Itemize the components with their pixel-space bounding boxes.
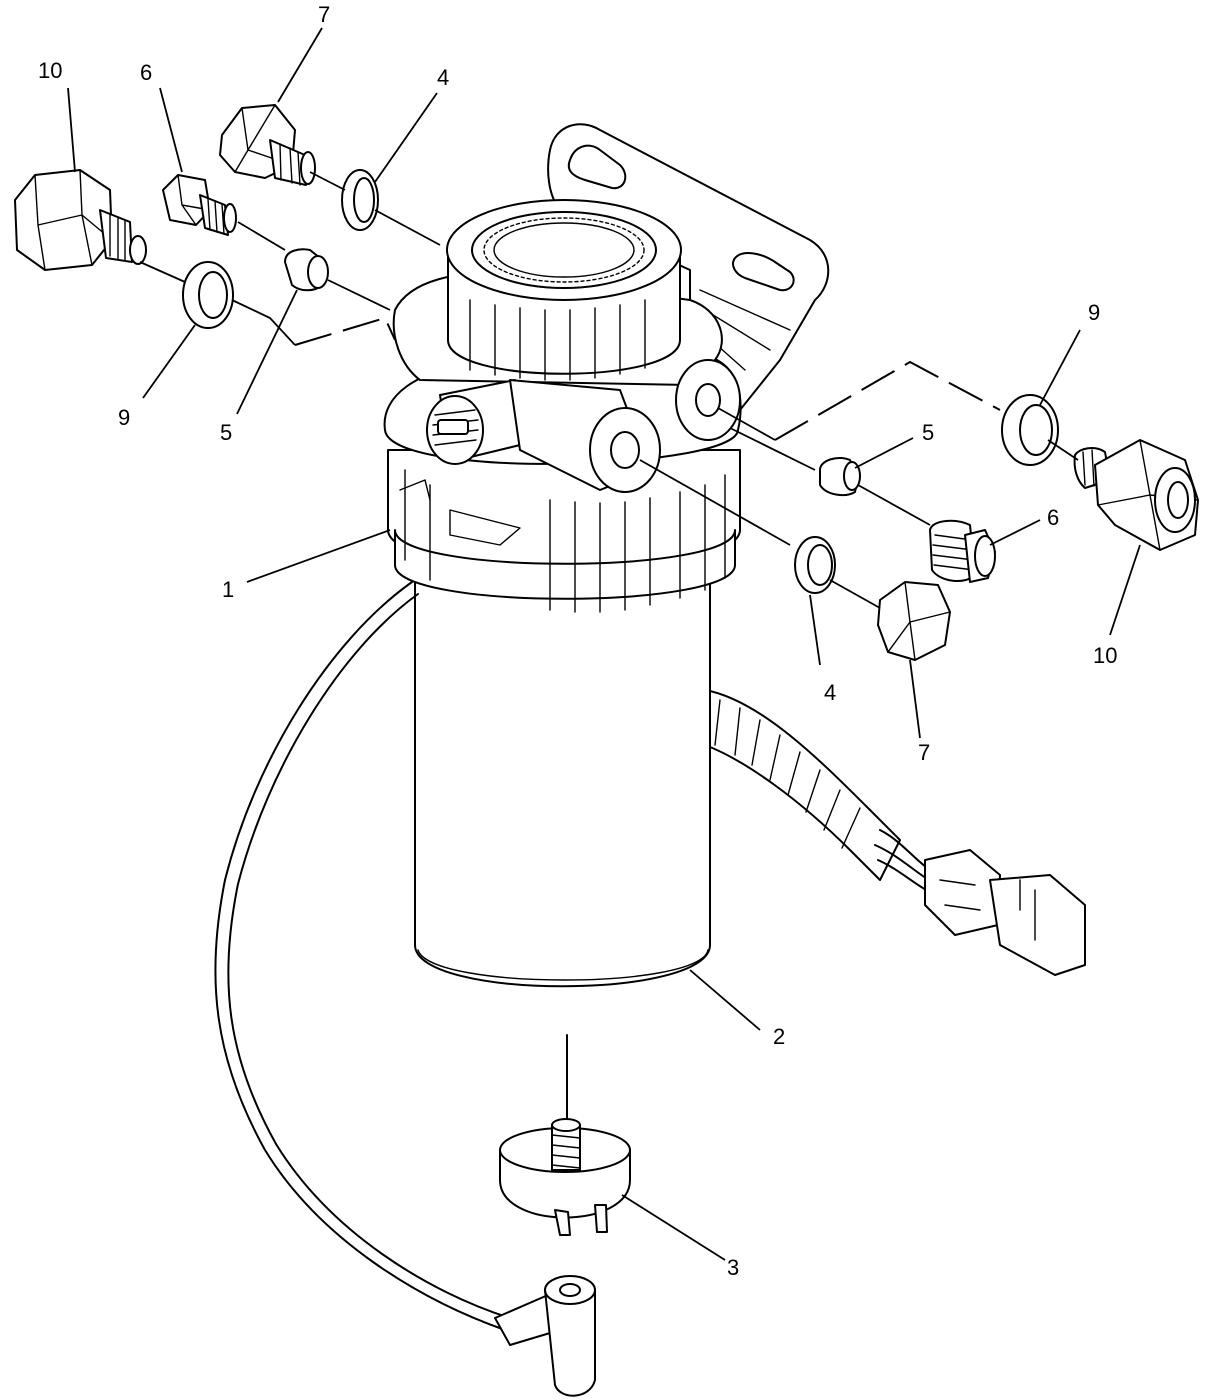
filter-bowl <box>414 559 711 988</box>
leader-lines <box>67 27 1141 1261</box>
right-washer-9 <box>1001 394 1059 466</box>
callout-labels: 10 6 7 4 9 5 9 5 6 1 10 4 7 2 3 <box>38 2 1117 1280</box>
right-fitting-10 <box>1073 439 1199 551</box>
callout-7-right: 7 <box>918 740 930 765</box>
left-fitting-10 <box>14 169 147 271</box>
bowl-collar <box>387 449 741 613</box>
left-plug-6 <box>162 174 237 236</box>
callout-6-left: 6 <box>140 60 152 85</box>
sensor-cable <box>214 581 596 1397</box>
callout-2: 2 <box>773 1024 785 1049</box>
callout-7-left: 7 <box>318 2 330 27</box>
drain-sensor <box>499 1034 631 1236</box>
mounting-bracket <box>547 123 830 411</box>
left-plug-7 <box>219 104 316 186</box>
right-seal-5 <box>819 457 861 497</box>
callout-9-right: 9 <box>1088 300 1100 325</box>
primer-cap <box>446 199 682 381</box>
callout-6-right: 6 <box>1047 505 1059 530</box>
left-washers <box>182 169 379 329</box>
callout-5-right: 5 <box>922 420 934 445</box>
callout-5-left: 5 <box>220 420 232 445</box>
right-plug-7 <box>877 581 951 661</box>
exploded-lines <box>139 171 1079 609</box>
callout-9-left: 9 <box>118 405 130 430</box>
right-washer-4 <box>794 536 836 594</box>
wire-harness <box>704 689 1086 976</box>
callout-4-right: 4 <box>824 680 836 705</box>
callout-10-right: 10 <box>1093 643 1117 668</box>
right-plug-6 <box>929 519 996 583</box>
callout-4-left: 4 <box>437 65 449 90</box>
callout-10-left: 10 <box>38 58 62 83</box>
callout-1: 1 <box>222 577 234 602</box>
callout-3: 3 <box>727 1255 739 1280</box>
